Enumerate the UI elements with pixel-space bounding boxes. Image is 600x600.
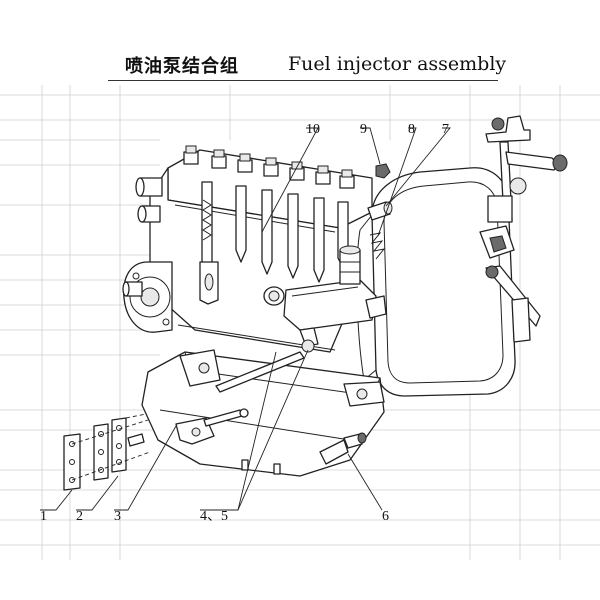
callout-2: 2: [76, 509, 83, 524]
callout-4-5: 4、5: [200, 509, 228, 524]
plate-1: [63, 433, 81, 491]
delivery-valve-holders: [183, 145, 355, 189]
plate-2: [93, 423, 109, 481]
callout-7: 7: [442, 122, 449, 137]
valve-holder-4: [263, 157, 279, 177]
mounting-plates: [63, 413, 151, 491]
callout-6: 6: [382, 509, 389, 524]
plate-2b: [111, 417, 127, 473]
callout-10: 10: [306, 122, 320, 137]
callout-8: 8: [408, 122, 415, 137]
callout-3: 3: [114, 509, 121, 524]
valve-holder-2: [211, 149, 227, 169]
callout-1: 1: [40, 509, 47, 524]
valve-holder-6: [315, 165, 331, 185]
valve-holder-1: [183, 145, 199, 165]
feed-pump: [263, 163, 393, 347]
base-housing: [127, 339, 385, 477]
leader-lines: [40, 127, 451, 511]
callout-9: 9: [360, 122, 367, 137]
valve-holder-7: [339, 169, 355, 189]
valve-holder-5: [289, 161, 305, 181]
valve-holder-3: [237, 153, 253, 173]
title-english: Fuel injector assembly: [288, 53, 507, 75]
governor-linkage: [479, 115, 568, 343]
title-underline: [108, 80, 498, 81]
plunger-elements: [199, 181, 349, 305]
title-chinese: 喷油泵结合组: [125, 56, 239, 77]
governor-housing: [356, 167, 516, 397]
